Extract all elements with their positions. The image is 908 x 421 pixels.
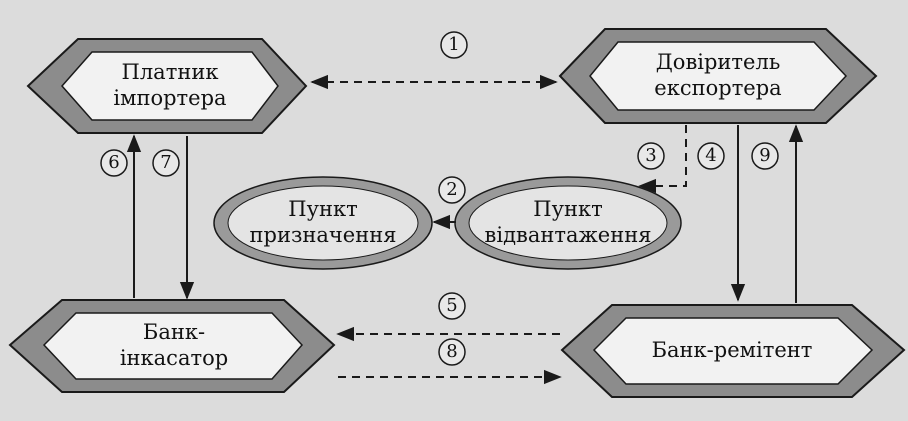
- step-circle-7: [152, 149, 180, 177]
- node-destination-point: [213, 176, 433, 270]
- label-dispatch-point: Пункт відвантаження: [478, 196, 658, 248]
- label-destination-point-line1: Пункт: [288, 197, 358, 221]
- step-number-8: 8: [446, 341, 458, 362]
- node-principal-exporter: [558, 28, 878, 124]
- step-number-5: 5: [446, 295, 458, 316]
- step-number-1: 1: [448, 34, 460, 55]
- label-remitting-bank-line1: Банк-ремітент: [651, 338, 813, 362]
- label-principal-exporter-line2: експортера: [654, 76, 782, 100]
- step-number-9: 9: [759, 145, 771, 166]
- label-dispatch-point-line1: Пункт: [533, 197, 603, 221]
- arrow-step-3: [638, 125, 687, 194]
- step-circle-3: [637, 142, 665, 170]
- step-circle-4: [697, 142, 725, 170]
- label-destination-point-line2: призначення: [249, 223, 397, 247]
- step-circles: [100, 31, 779, 366]
- label-remitting-bank: Банк-ремітент: [628, 337, 836, 363]
- step-circle-1: [440, 31, 468, 59]
- label-payer-importer-line2: імпортера: [113, 86, 227, 110]
- node-collecting-bank: [8, 299, 336, 393]
- label-principal-exporter-line1: Довіритель: [655, 50, 781, 74]
- label-collecting-bank-line2: інкасатор: [119, 346, 229, 370]
- step-circle-5: [438, 292, 466, 320]
- label-collecting-bank-line1: Банк-: [142, 320, 206, 344]
- label-destination-point: Пункт призначення: [233, 196, 413, 248]
- node-dispatch-point: [454, 176, 682, 270]
- step-number-6: 6: [108, 152, 120, 173]
- node-remitting-bank: [560, 304, 906, 398]
- label-payer-importer-line1: Платник: [121, 60, 219, 84]
- step-number-7: 7: [160, 152, 172, 173]
- step-circle-6: [100, 149, 128, 177]
- step-circle-9: [751, 142, 779, 170]
- step-number-4: 4: [705, 145, 717, 166]
- label-principal-exporter: Довіритель експортера: [620, 49, 816, 101]
- step-circle-8: [438, 338, 466, 366]
- step-number-3: 3: [645, 145, 657, 166]
- label-payer-importer: Платник імпортера: [90, 59, 250, 111]
- step-circle-2: [438, 176, 466, 204]
- step-number-2: 2: [446, 179, 458, 200]
- label-collecting-bank: Банк- інкасатор: [78, 319, 270, 371]
- node-payer-importer: [26, 38, 308, 134]
- label-dispatch-point-line2: відвантаження: [484, 223, 652, 247]
